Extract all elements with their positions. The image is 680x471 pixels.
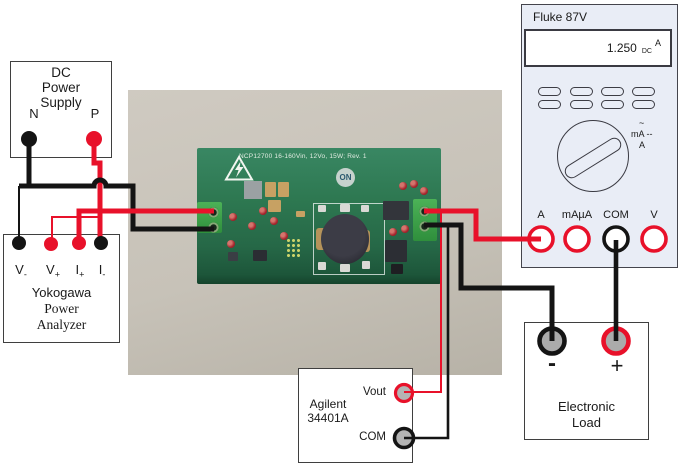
fluke-display-unit: A bbox=[654, 38, 661, 48]
capacitor bbox=[296, 211, 305, 217]
capacitor bbox=[268, 200, 281, 212]
on-semi-logo-icon: ON bbox=[336, 168, 355, 187]
terminal-label-i-minus: I- bbox=[98, 262, 106, 280]
electrolytic-cap bbox=[389, 228, 397, 236]
fluke-display-mode: DC bbox=[641, 48, 652, 55]
solder-pad bbox=[340, 204, 350, 212]
fluke-display-value: 1.250 bbox=[606, 41, 637, 55]
solder-pad bbox=[318, 262, 326, 270]
fluke-terminal-label-com: COM bbox=[603, 209, 629, 221]
agilent-terminal-label-com: COM bbox=[359, 431, 386, 443]
capacitor bbox=[265, 182, 276, 197]
power-analyzer-label: Yokogawa Power Analyzer bbox=[31, 285, 92, 332]
fluke-button bbox=[601, 87, 624, 96]
agilent-terminal-label-vout: Vout bbox=[362, 386, 386, 398]
electrolytic-cap bbox=[227, 240, 235, 248]
fluke-rotary-dial bbox=[557, 120, 629, 192]
fluke-terminal-label-a: A bbox=[537, 209, 545, 221]
fluke-dial-labels: ~ mA -- A bbox=[631, 118, 653, 150]
dc-power-supply-box: DC Power Supply N P bbox=[10, 61, 112, 158]
smd-component bbox=[244, 181, 262, 199]
small-ic bbox=[228, 252, 238, 261]
dc-power-supply-label: DC Power Supply bbox=[40, 65, 82, 110]
fluke-terminal-label-maua: mAµA bbox=[561, 209, 593, 221]
fluke-button bbox=[601, 100, 624, 109]
electrolytic-cap bbox=[248, 222, 256, 230]
agilent-label: Agilent 34401A bbox=[307, 397, 349, 425]
transformer-silkscreen-outline bbox=[313, 203, 385, 275]
hazard-icon bbox=[224, 155, 254, 181]
output-inductor bbox=[385, 240, 407, 262]
fluke-button bbox=[632, 87, 655, 96]
electrolytic-cap bbox=[401, 225, 409, 233]
output-ic bbox=[383, 201, 409, 220]
via-array bbox=[286, 238, 301, 257]
power-analyzer-box: V- V+ I+ I- Yokogawa Power Analyzer bbox=[3, 234, 120, 343]
small-ic bbox=[391, 264, 403, 274]
load-terminal-label-neg: - bbox=[548, 350, 556, 377]
electrolytic-cap bbox=[270, 217, 278, 225]
terminal-label-p: P bbox=[90, 106, 100, 121]
electrolytic-cap bbox=[420, 187, 428, 195]
pcb-silkscreen-text: NCP12700 16-160Vin, 12Vo, 15W; Rev. 1 bbox=[239, 153, 367, 160]
electronic-load-label: Electronic Load bbox=[557, 399, 616, 430]
electrolytic-cap bbox=[399, 182, 407, 190]
agilent-dmm-box: Agilent 34401A bbox=[298, 368, 413, 463]
fluke-button bbox=[570, 100, 593, 109]
solder-pad bbox=[318, 205, 326, 212]
terminal-label-n: N bbox=[29, 106, 39, 121]
capacitor bbox=[278, 182, 289, 197]
electrolytic-cap bbox=[259, 207, 267, 215]
load-terminal-label-pos: + bbox=[610, 353, 624, 378]
solder-pad bbox=[362, 261, 370, 269]
fluke-title: Fluke 87V bbox=[533, 10, 588, 24]
transformer-core bbox=[321, 214, 369, 264]
fluke-button bbox=[538, 100, 561, 109]
small-ic bbox=[253, 250, 267, 261]
fluke-terminal-label-v: V bbox=[650, 209, 658, 221]
solder-pad bbox=[340, 264, 350, 272]
solder-pad bbox=[361, 205, 369, 212]
electronic-load-box: - + Electronic Load bbox=[524, 322, 649, 440]
fluke-button bbox=[632, 100, 655, 109]
terminal-label-v-plus: V+ bbox=[46, 262, 60, 280]
fluke-button bbox=[538, 87, 561, 96]
electrolytic-cap bbox=[410, 180, 418, 188]
terminal-label-v-minus: V- bbox=[15, 262, 27, 280]
output-terminal-pin-positive bbox=[419, 206, 430, 217]
input-terminal-pin-positive bbox=[208, 207, 219, 218]
electrolytic-cap bbox=[280, 232, 288, 240]
electrolytic-cap bbox=[229, 213, 237, 221]
fluke-button bbox=[570, 87, 593, 96]
terminal-label-i-plus: I+ bbox=[75, 262, 85, 280]
input-terminal-pin-negative bbox=[208, 222, 219, 233]
output-terminal-pin-negative bbox=[419, 221, 430, 232]
